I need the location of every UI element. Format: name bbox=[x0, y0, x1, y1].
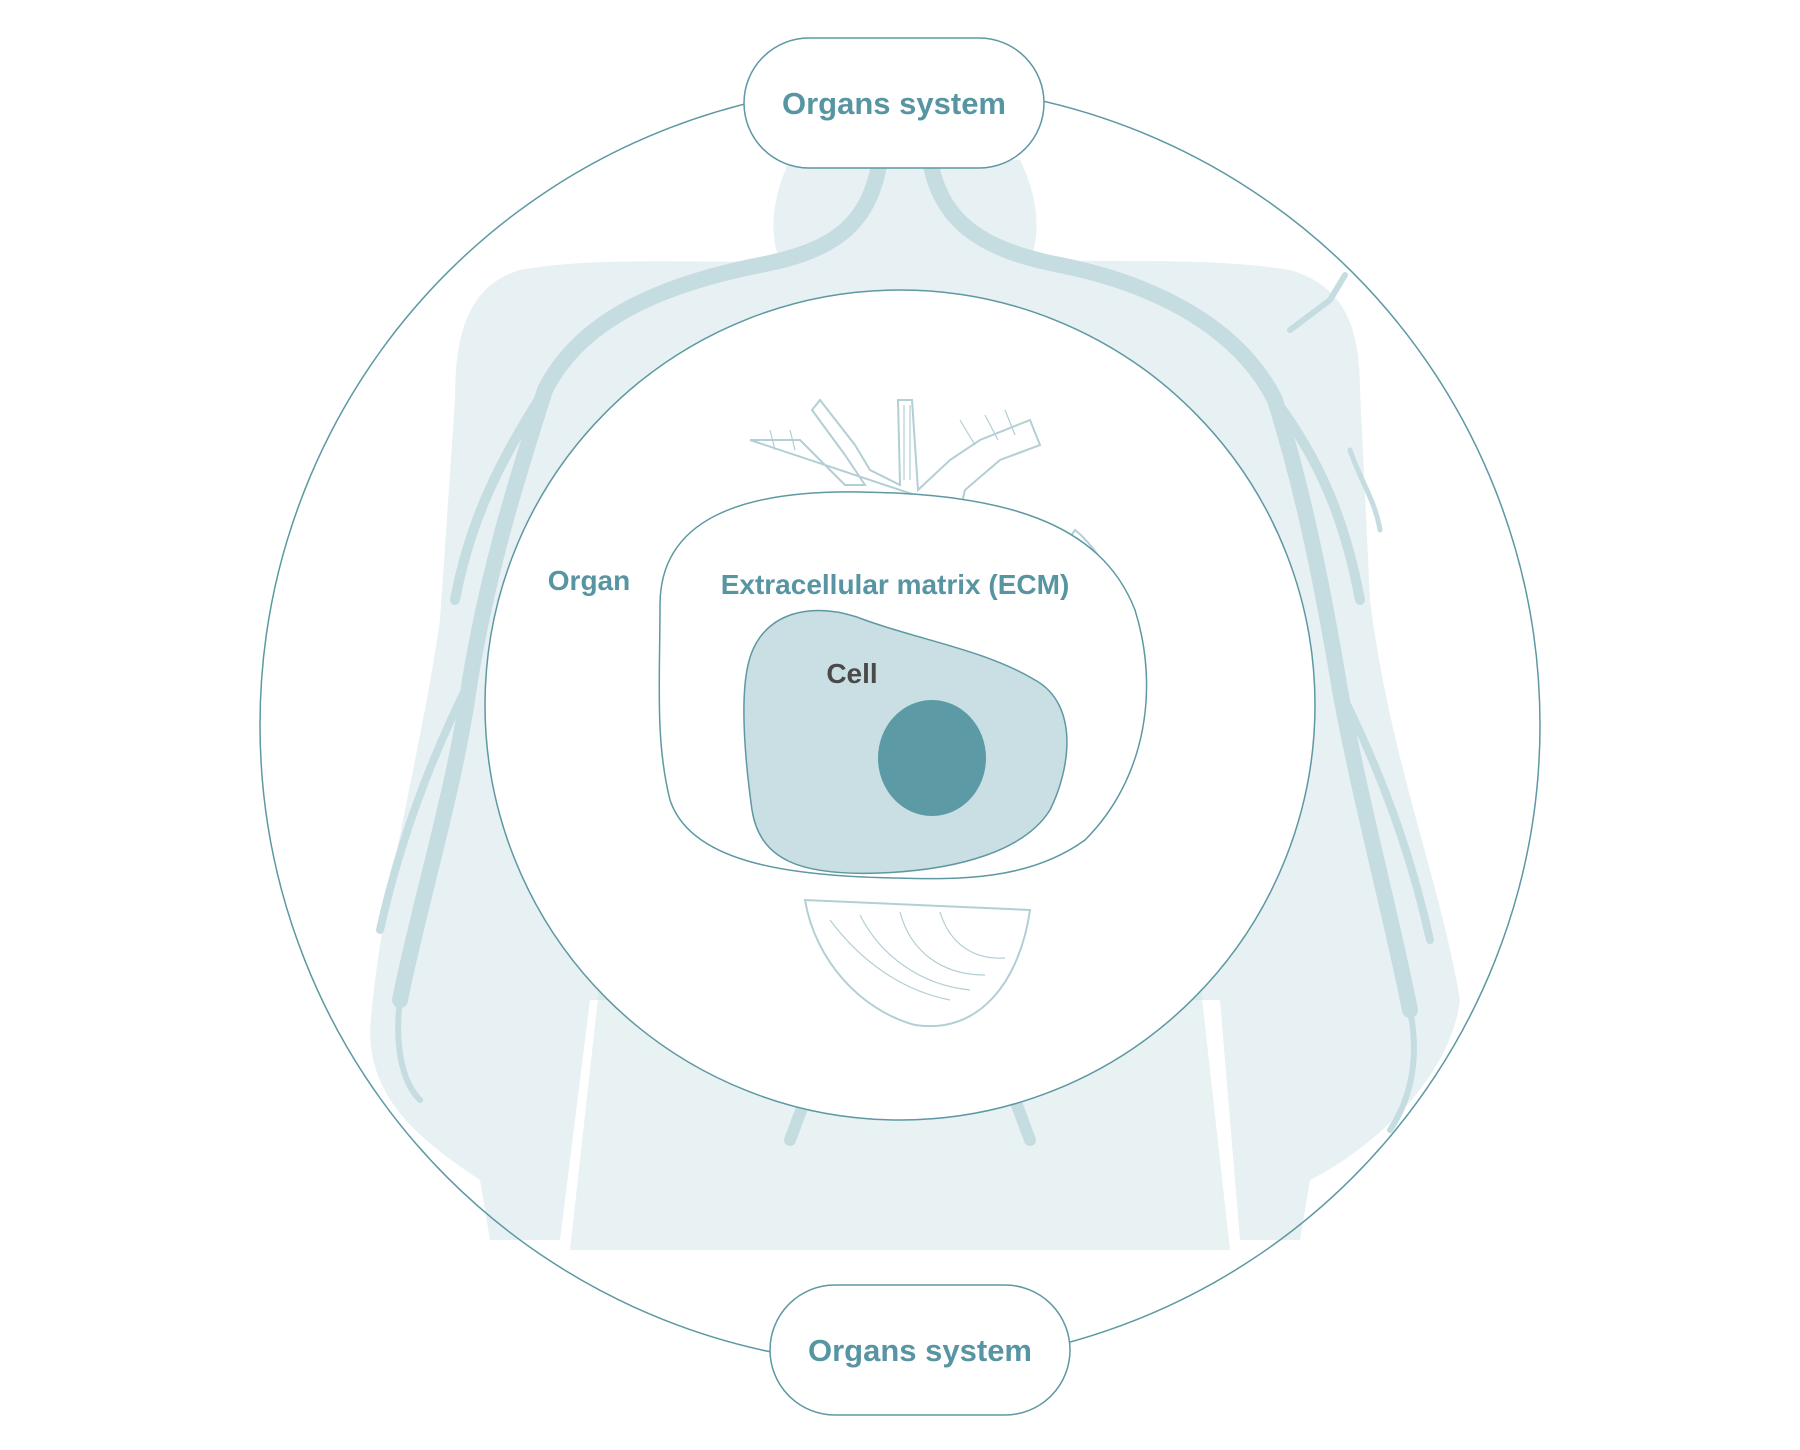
organs-system-bottom-label: Organs system bbox=[808, 1333, 1032, 1368]
cell-nucleus bbox=[878, 700, 986, 816]
heart-detail-lines bbox=[769, 405, 1016, 1001]
ecm-label: Extracellular matrix (ECM) bbox=[721, 569, 1070, 600]
organs-system-bottom-pill bbox=[769, 1284, 1071, 1416]
organ-label: Organ bbox=[548, 565, 630, 596]
organs-system-top-pill bbox=[743, 37, 1045, 169]
cell-label: Cell bbox=[826, 658, 877, 689]
organs-system-top-label: Organs system bbox=[782, 86, 1006, 121]
